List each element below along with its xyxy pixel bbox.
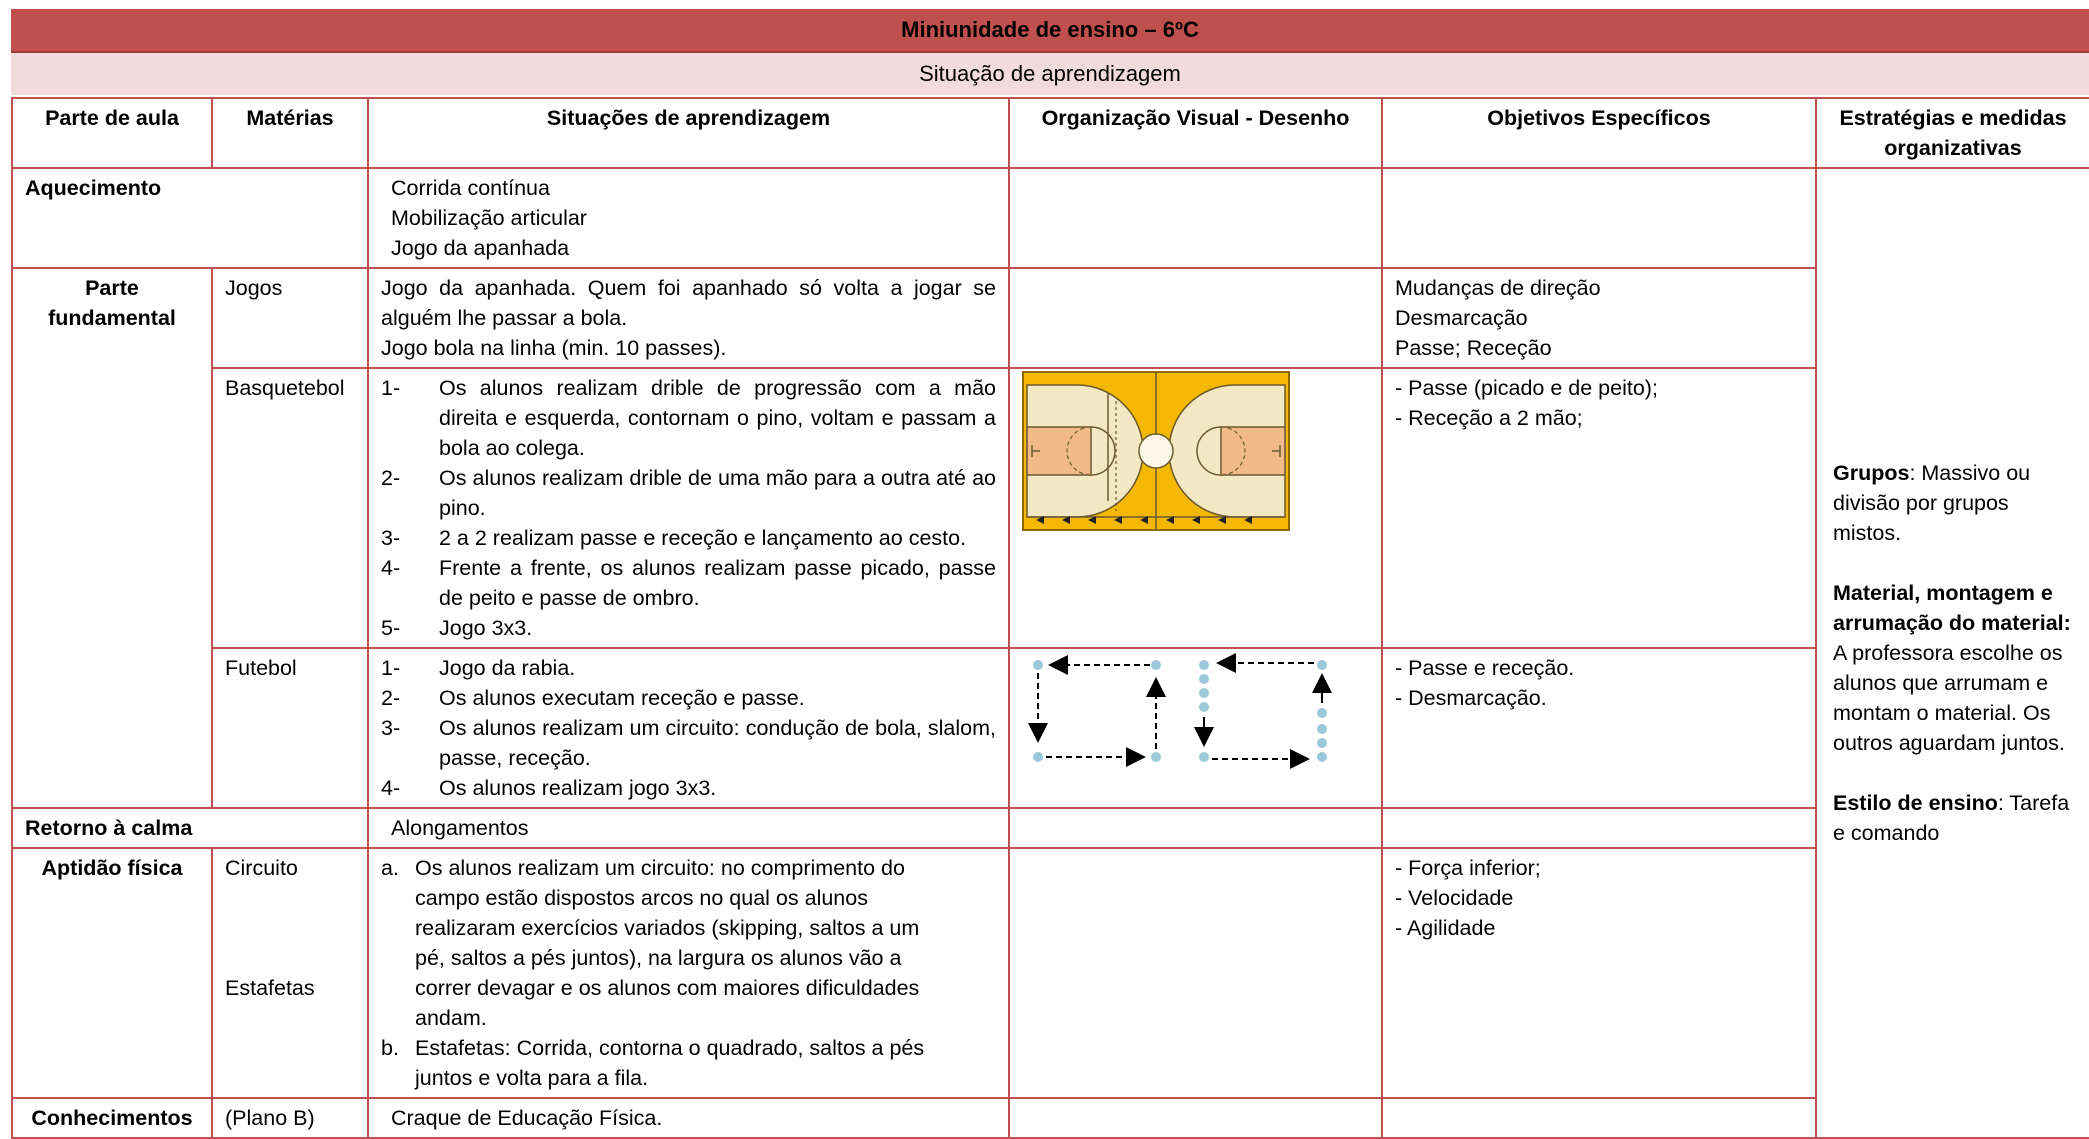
- basketball-court-diagram: [1022, 371, 1290, 531]
- situacao-item: Corrida contínua: [391, 176, 550, 200]
- materia-basquetebol: Basquetebol: [211, 367, 369, 649]
- col-header-estrategias: Estratégias e medidas organizativas: [1815, 97, 2089, 169]
- row-jogos: Parte fundamental Jogos Jogo da apanhada…: [11, 267, 2089, 809]
- col-header-materias: Matérias: [211, 97, 369, 169]
- organizacao-aquecimento: [1008, 167, 1383, 269]
- objetivos-aquecimento: [1381, 167, 1817, 269]
- aptidao-steps: a.Os alunos realizam um circuito: no com…: [381, 853, 996, 1093]
- row-retorno: Retorno à calma Alongamentos: [11, 807, 2089, 849]
- parte-aptidao: Aptidão física: [11, 847, 213, 1099]
- objetivos-basquetebol: - Passe (picado e de peito); - Receção a…: [1381, 367, 1817, 649]
- organizacao-jogos: [1008, 267, 1383, 369]
- situacoes-futebol: 1-Jogo da rabia. 2-Os alunos executam re…: [367, 647, 1010, 809]
- situacoes-aquecimento: Corrida contínua Mobilização articular J…: [367, 167, 1010, 269]
- objetivo-item: - Passe e receção.: [1395, 656, 1575, 680]
- material-label: Material, montagem e arrumação do materi…: [1833, 581, 2071, 635]
- situacao-item: Jogo da apanhada. Quem foi apanhado só v…: [381, 276, 996, 330]
- organizacao-basquetebol: [1008, 367, 1383, 649]
- objetivos-jogos: Mudanças de direção Desmarcação Passe; R…: [1381, 267, 1817, 369]
- material-text: A professora escolhe os alunos que arrum…: [1833, 641, 2065, 755]
- step-item: 3-2 a 2 realizam passe e receção e lança…: [381, 526, 967, 550]
- parte-conhecimentos: Conhecimentos: [11, 1097, 213, 1139]
- grupos-text: : Massivo ou divisão por grupos mistos.: [1833, 461, 2031, 545]
- organizacao-futebol: [1008, 647, 1383, 809]
- estilo-text: : Tarefa e comando: [1833, 791, 2070, 845]
- situacao-item: Jogo da apanhada: [391, 236, 570, 260]
- step-item: 2-Os alunos realizam drible de uma mão p…: [381, 466, 996, 520]
- page-subtitle: Situação de aprendizagem: [11, 53, 2089, 95]
- row-conhecimentos: Conhecimentos (Plano B) Craque de Educaç…: [11, 1097, 2089, 1139]
- organizacao-aptidao: [1008, 847, 1383, 1099]
- estrategia-material: Material, montagem e arrumação do materi…: [1833, 578, 2079, 758]
- situacoes-aptidao: a.Os alunos realizam um circuito: no com…: [367, 847, 1010, 1099]
- basquetebol-steps: 1-Os alunos realizam drible de progressã…: [381, 373, 996, 643]
- row-aquecimento: Aquecimento Corrida contínua Mobilização…: [11, 167, 2089, 1139]
- page-title: Miniunidade de ensino – 6ºC: [11, 9, 2089, 53]
- header-row: Parte de aula Matérias Situações de apre…: [11, 97, 2089, 169]
- situacoes-basquetebol: 1-Os alunos realizam drible de progressã…: [367, 367, 1010, 649]
- estrategias-cell: Grupos: Massivo ou divisão por grupos mi…: [1815, 167, 2089, 1139]
- objetivos-futebol: - Passe e receção. - Desmarcação.: [1381, 647, 1817, 809]
- objetivo-item: Desmarcação: [1395, 306, 1528, 330]
- objetivo-item: - Agilidade: [1395, 916, 1496, 940]
- objetivo-item: - Força inferior;: [1395, 856, 1541, 880]
- grupos-label: Grupos: [1833, 461, 1910, 485]
- objetivo-item: - Desmarcação.: [1395, 686, 1547, 710]
- col-header-organizacao: Organização Visual - Desenho: [1008, 97, 1383, 169]
- materia-circuito: Circuito: [225, 856, 298, 880]
- football-circuit-diagram: [1028, 653, 1332, 769]
- situacoes-retorno: Alongamentos: [367, 807, 1010, 849]
- parte-fundamental: Parte fundamental: [11, 267, 213, 809]
- col-header-parte: Parte de aula: [11, 97, 213, 169]
- objetivos-conhecimentos: [1381, 1097, 1817, 1139]
- situacao-item: Jogo bola na linha (min. 10 passes).: [381, 336, 727, 360]
- row-aptidao: Aptidão física Circuito Estafetas a.Os a…: [11, 847, 2089, 1099]
- organizacao-retorno: [1008, 807, 1383, 849]
- step-item: 1-Jogo da rabia.: [381, 656, 576, 680]
- objetivos-aptidao: - Força inferior; - Velocidade - Agilida…: [1381, 847, 1817, 1099]
- step-item: 4-Frente a frente, os alunos realizam pa…: [381, 556, 996, 610]
- step-item: 3-Os alunos realizam um circuito: conduç…: [381, 716, 996, 770]
- parte-retorno: Retorno à calma: [11, 807, 369, 849]
- step-item: 5-Jogo 3x3.: [381, 616, 533, 640]
- parte-aquecimento: Aquecimento: [11, 167, 369, 269]
- step-item: 4-Os alunos realizam jogo 3x3.: [381, 776, 717, 800]
- materia-jogos: Jogos: [211, 267, 369, 369]
- materia-futebol: Futebol: [211, 647, 369, 809]
- col-header-situacoes: Situações de aprendizagem: [367, 97, 1010, 169]
- objetivo-item: Passe; Receção: [1395, 336, 1552, 360]
- futebol-steps: 1-Jogo da rabia. 2-Os alunos executam re…: [381, 653, 996, 803]
- objetivo-item: Mudanças de direção: [1395, 276, 1601, 300]
- situacoes-jogos: Jogo da apanhada. Quem foi apanhado só v…: [367, 267, 1010, 369]
- materia-conhecimentos: (Plano B): [211, 1097, 369, 1139]
- step-item: b.Estafetas: Corrida, contorna o quadrad…: [381, 1036, 925, 1090]
- objetivos-retorno: [1381, 807, 1817, 849]
- estrategia-grupos: Grupos: Massivo ou divisão por grupos mi…: [1833, 458, 2079, 548]
- step-item: 1-Os alunos realizam drible de progressã…: [381, 376, 996, 460]
- lesson-plan-table: Parte de aula Matérias Situações de apre…: [11, 97, 2089, 1139]
- materia-estafetas: Estafetas: [225, 976, 315, 1000]
- situacoes-conhecimentos: Craque de Educação Física.: [367, 1097, 1010, 1139]
- organizacao-conhecimentos: [1008, 1097, 1383, 1139]
- step-item: a.Os alunos realizam um circuito: no com…: [381, 856, 920, 1030]
- objetivo-item: - Receção a 2 mão;: [1395, 406, 1583, 430]
- row-basquetebol: Basquetebol 1-Os alunos realizam drible …: [12, 367, 2089, 649]
- estrategia-estilo: Estilo de ensino: Tarefa e comando: [1833, 788, 2079, 848]
- materias-aptidao: Circuito Estafetas: [211, 847, 369, 1099]
- step-item: 2-Os alunos executam receção e passe.: [381, 686, 805, 710]
- col-header-objetivos: Objetivos Específicos: [1381, 97, 1817, 169]
- estilo-label: Estilo de ensino: [1833, 791, 1998, 815]
- row-futebol: Futebol 1-Jogo da rabia. 2-Os alunos exe…: [12, 647, 2089, 809]
- situacao-item: Mobilização articular: [391, 206, 587, 230]
- objetivo-item: - Velocidade: [1395, 886, 1514, 910]
- objetivo-item: - Passe (picado e de peito);: [1395, 376, 1658, 400]
